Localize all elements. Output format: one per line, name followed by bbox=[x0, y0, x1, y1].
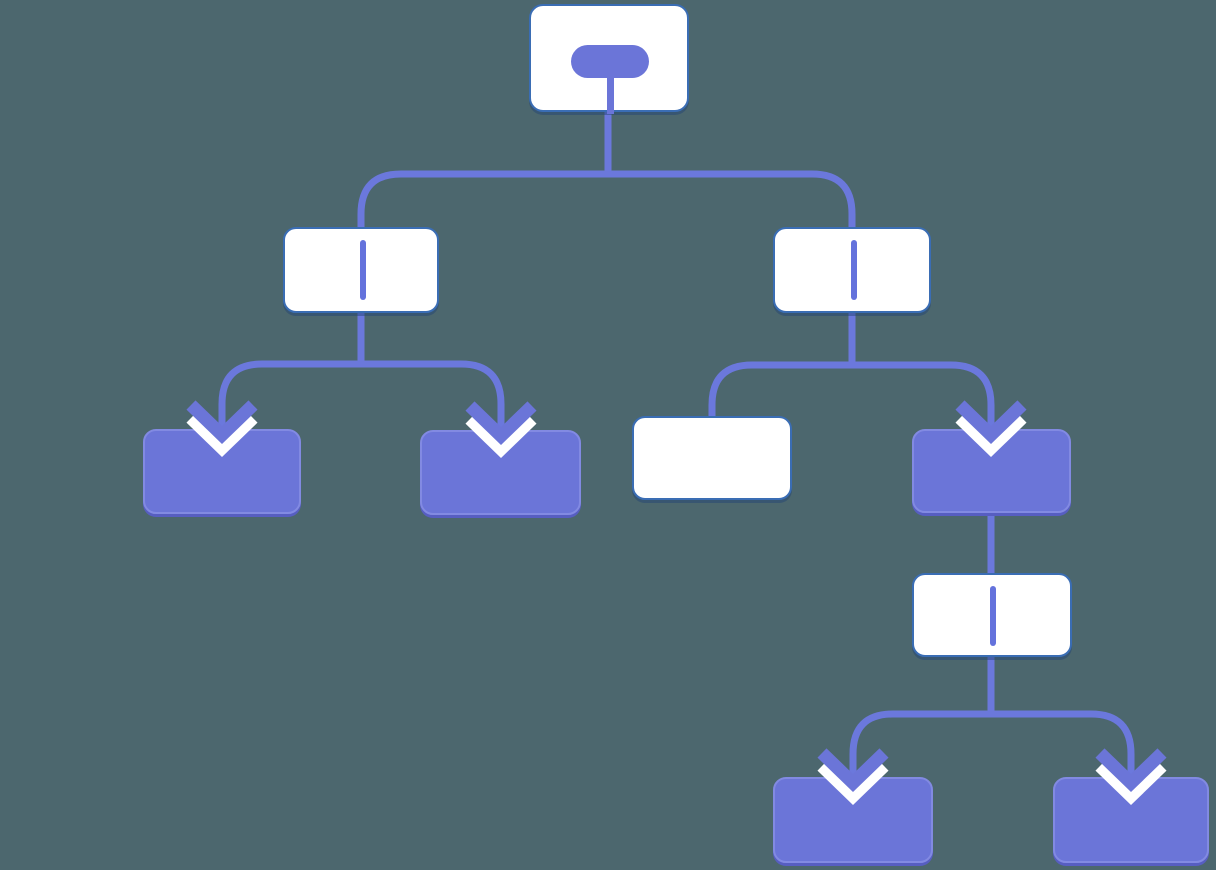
chevron-white-stroke bbox=[1095, 761, 1167, 806]
chevron-white-stroke bbox=[186, 413, 258, 458]
node-divider-line bbox=[851, 240, 857, 300]
double-chevron-down-icon[interactable] bbox=[1086, 747, 1176, 809]
chevron-purple-stroke bbox=[186, 400, 258, 445]
chevron-purple-stroke bbox=[955, 400, 1027, 445]
root-topic-pill bbox=[571, 45, 649, 78]
root-pill-stem bbox=[607, 76, 614, 114]
edge-bottom-branch bbox=[849, 710, 1135, 782]
node-branch-right[interactable] bbox=[773, 227, 931, 313]
node-leaf-open[interactable] bbox=[632, 416, 792, 500]
chevron-white-stroke bbox=[955, 413, 1027, 458]
chevron-purple-stroke bbox=[465, 401, 537, 446]
chevron-white-stroke bbox=[465, 414, 537, 459]
chevron-white-stroke bbox=[817, 761, 889, 806]
node-root[interactable] bbox=[529, 4, 689, 114]
node-divider-line bbox=[990, 586, 996, 646]
double-chevron-down-icon[interactable] bbox=[808, 747, 898, 809]
chevron-purple-stroke bbox=[1095, 748, 1167, 793]
double-chevron-down-icon[interactable] bbox=[946, 399, 1036, 461]
node-branch-left[interactable] bbox=[283, 227, 439, 313]
edge-level1-branch bbox=[357, 170, 856, 232]
double-chevron-down-icon[interactable] bbox=[456, 400, 546, 462]
edge-right-subtree-branch bbox=[708, 361, 995, 434]
node-branch-mid[interactable] bbox=[912, 573, 1072, 657]
edge-left-subtree-branch bbox=[218, 360, 505, 435]
double-chevron-down-icon[interactable] bbox=[177, 399, 267, 461]
node-divider-line bbox=[360, 240, 366, 300]
chevron-purple-stroke bbox=[817, 748, 889, 793]
